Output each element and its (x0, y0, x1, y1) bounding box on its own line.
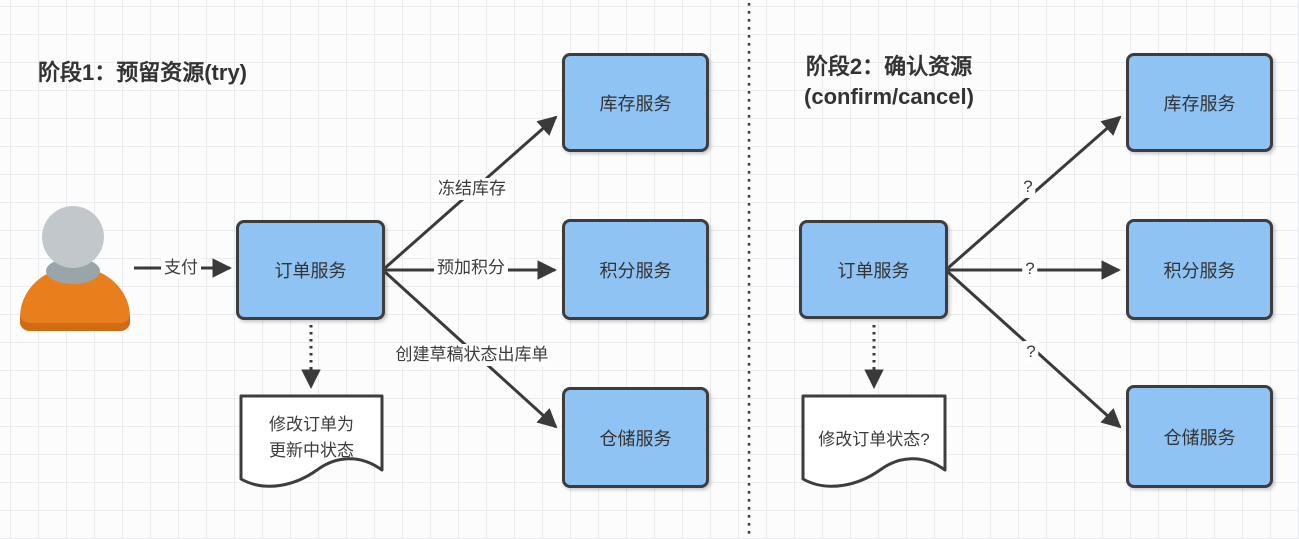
phase2-title-line1: 阶段2：确认资源 (805, 54, 973, 79)
node-label: 仓储服务 (1163, 427, 1236, 448)
node-inventory-service-phase1[interactable]: 库存服务 (562, 53, 709, 152)
edge-label-preadd-points: 预加积分 (434, 257, 508, 279)
node-order-service-phase2[interactable]: 订单服务 (799, 220, 948, 319)
document-order-updating-status[interactable]: 修改订单为 更新中状态 (238, 393, 385, 495)
node-warehouse-service-phase2[interactable]: 仓储服务 (1126, 385, 1273, 488)
node-label: 积分服务 (599, 260, 672, 281)
node-label: 积分服务 (1163, 260, 1236, 281)
edge-label-create-draft-outbound: 创建草稿状态出库单 (392, 344, 552, 366)
user-icon-head (42, 206, 104, 268)
phase1-title: 阶段1：预留资源(try) (38, 60, 248, 85)
document-shape (239, 394, 384, 488)
node-points-service-phase1[interactable]: 积分服务 (562, 219, 709, 320)
edge-label-freeze-inventory: 冻结库存 (435, 178, 509, 200)
node-label: 库存服务 (599, 93, 672, 114)
edge-label-question-inventory: ? (1020, 176, 1036, 198)
node-order-service-phase1[interactable]: 订单服务 (236, 220, 385, 320)
edge-label-question-warehouse: ? (1023, 341, 1039, 363)
node-label: 订单服务 (274, 261, 347, 281)
document-text-line1: 修改订单状态? (818, 430, 930, 449)
node-warehouse-service-phase1[interactable]: 仓储服务 (562, 387, 709, 488)
edge-label-pay: 支付 (161, 257, 201, 279)
node-points-service-phase2[interactable]: 积分服务 (1126, 219, 1273, 320)
document-order-status-question[interactable]: 修改订单状态? (800, 393, 948, 495)
document-text-line2: 更新中状态 (269, 441, 354, 460)
node-label: 仓储服务 (599, 428, 672, 449)
node-label: 订单服务 (837, 260, 910, 281)
user-icon[interactable] (16, 204, 134, 332)
phase2-title-line2: (confirm/cancel) (804, 84, 974, 109)
node-label: 库存服务 (1163, 93, 1236, 114)
edge-label-question-points: ? (1022, 258, 1038, 280)
node-inventory-service-phase2[interactable]: 库存服务 (1126, 53, 1273, 152)
phase2-title: 阶段2：确认资源 (confirm/cancel) (780, 52, 998, 112)
document-text-line1: 修改订单为 (269, 415, 354, 434)
document-shape (801, 394, 947, 488)
